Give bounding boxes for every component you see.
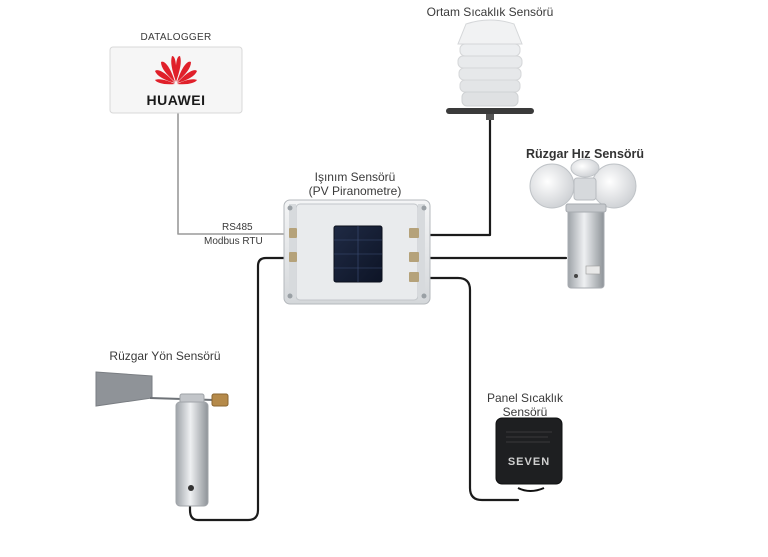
huawei-logo [155,56,197,85]
wind-direction-sensor-device [95,371,229,507]
irradiance-sensor-device [283,199,431,305]
datalogger-cable [177,111,297,235]
protocol-label-rs485: RS485 [222,222,253,233]
panel-temp-sensor-label-line2: Sensörü [502,405,548,419]
cables [177,111,568,522]
wind-speed-sensor-device [529,158,637,289]
ambient-temp-sensor-device [446,19,534,120]
datalogger-device [109,46,243,114]
protocol-label-modbus: Modbus RTU [204,236,263,247]
panel-temp-sensor-device [495,417,563,492]
ambient-sensor-label: Ortam Sıcaklık Sensörü [426,5,554,19]
panel-temp-sensor-label-line1: Panel Sıcaklık [486,391,564,405]
irradiance-sensor-label-line2: (PV Piranometre) [308,184,402,198]
panel-temp-brand-text: SEVEN [507,456,551,468]
wind-speed-sensor-label: Rüzgar Hız Sensörü [525,147,645,161]
huawei-brand-text: HUAWEI [146,92,206,108]
datalogger-label: DATALOGGER [140,32,212,43]
wind-direction-cable [188,256,298,522]
irradiance-sensor-label-line1: Işınım Sensörü [314,170,396,184]
wind-direction-sensor-label: Rüzgar Yön Sensörü [109,349,221,363]
ambient-sensor-cable [416,116,492,237]
panel-temp-cable [416,276,520,502]
